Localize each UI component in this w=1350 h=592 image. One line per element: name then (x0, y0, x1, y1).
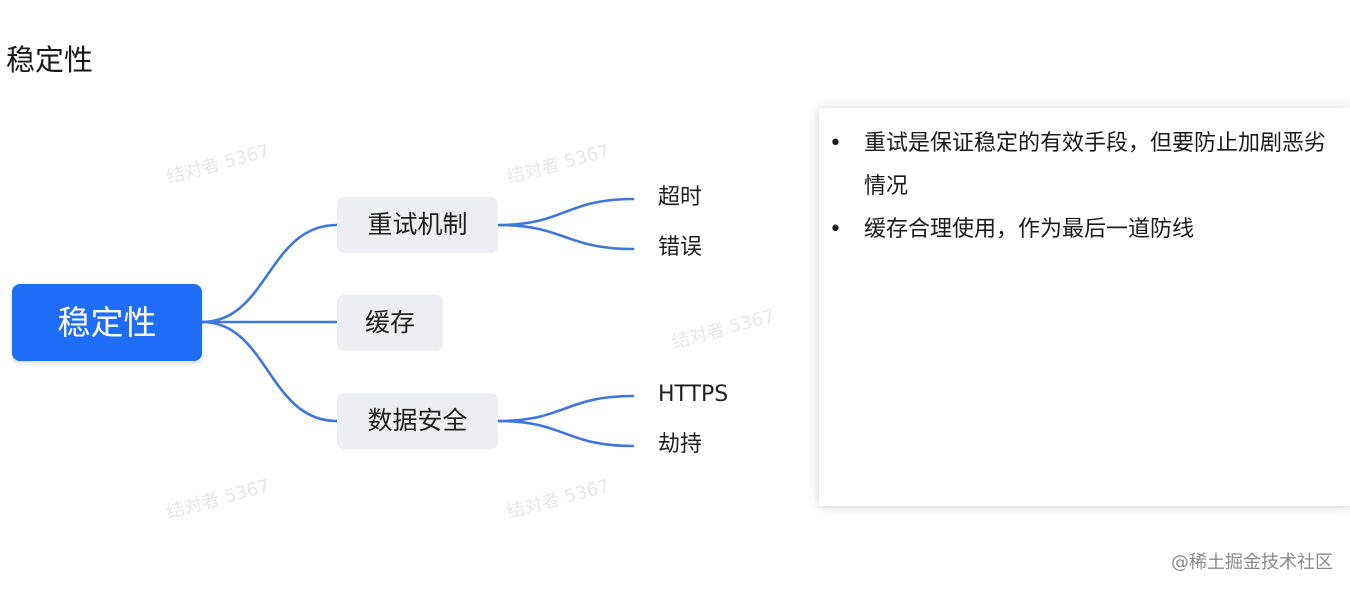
mindmap-leaf-error[interactable]: 错误 (658, 235, 703, 260)
connector-root-to-security (200, 320, 339, 423)
notes-list: • 重试是保证稳定的有效手段，但要防止加剧恶劣情况 • 缓存合理使用，作为最后一… (819, 108, 1350, 251)
mindmap-branch-cache[interactable]: 缓存 (337, 295, 443, 351)
notes-item: • 重试是保证稳定的有效手段，但要防止加剧恶劣情况 (819, 122, 1350, 208)
bullet-icon: • (829, 217, 842, 242)
notes-item-text: 重试是保证稳定的有效手段，但要防止加剧恶劣情况 (864, 131, 1327, 199)
connector-retry-to-error (496, 223, 635, 251)
connector-root-to-retry (200, 223, 339, 324)
page-title: 稳定性 (6, 43, 94, 77)
footer-brand-watermark: @稀土掘金技术社区 (1171, 552, 1333, 573)
connector-security-to-https (496, 394, 635, 423)
mindmap-leaf-https[interactable]: HTTPS (658, 382, 729, 407)
mindmap-leaf-hijack[interactable]: 劫持 (658, 432, 703, 457)
mindmap-root-node[interactable]: 稳定性 (12, 284, 202, 361)
bullet-icon: • (829, 131, 842, 156)
connector-security-to-hijack (496, 419, 635, 448)
notes-item-text: 缓存合理使用，作为最后一道防线 (864, 217, 1195, 242)
mindmap-branch-data-security[interactable]: 数据安全 (337, 393, 498, 449)
connector-retry-to-timeout (496, 197, 635, 227)
mindmap-leaf-timeout[interactable]: 超时 (658, 185, 703, 210)
mindmap-branch-retry[interactable]: 重试机制 (337, 197, 498, 253)
notes-card: • 重试是保证稳定的有效手段，但要防止加剧恶劣情况 • 缓存合理使用，作为最后一… (819, 108, 1350, 506)
notes-item: • 缓存合理使用，作为最后一道防线 (819, 208, 1350, 251)
